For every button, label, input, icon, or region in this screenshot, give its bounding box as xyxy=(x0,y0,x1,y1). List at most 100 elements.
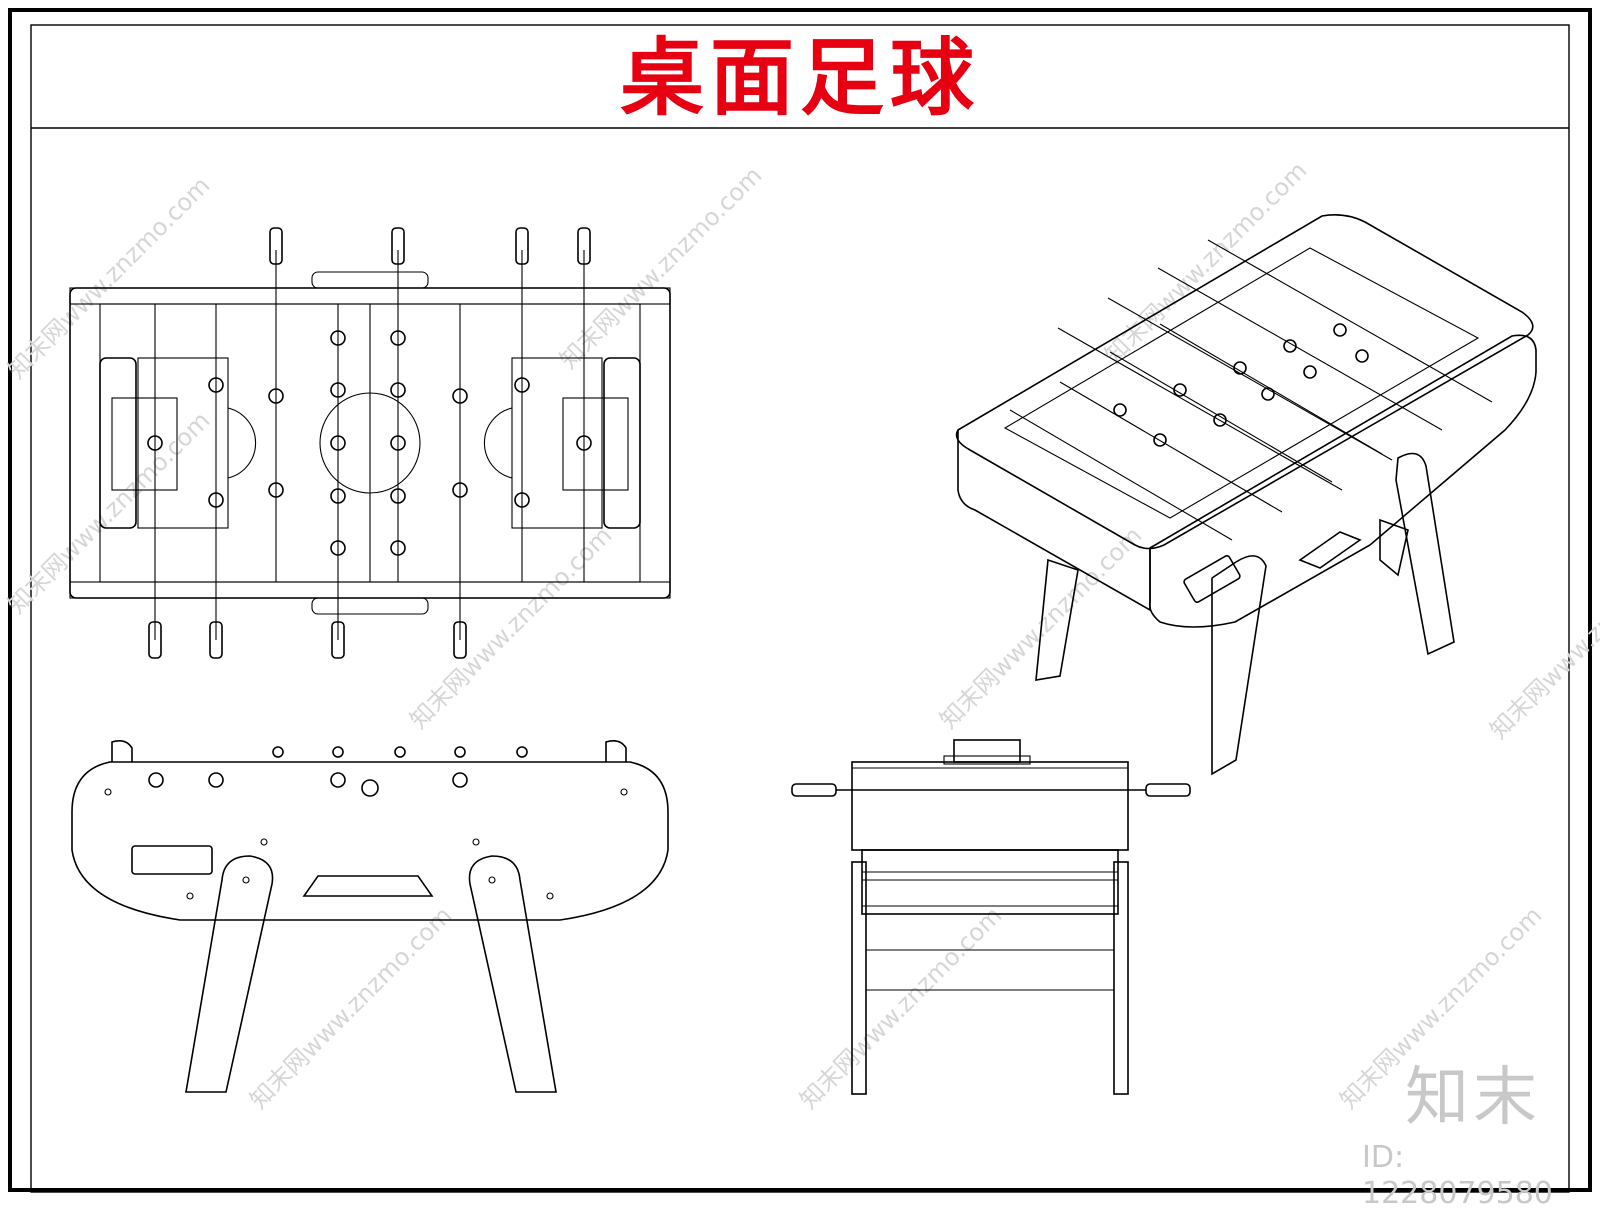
front-view-ball-slot xyxy=(131,845,213,875)
outer-frame xyxy=(8,8,1592,1192)
player-figure xyxy=(208,377,224,393)
rod-handle xyxy=(331,621,345,659)
rod xyxy=(1059,381,1283,513)
front-view-leg-right xyxy=(468,855,557,1093)
player-figure xyxy=(268,388,284,404)
iso-playfield xyxy=(1003,247,1480,519)
rod-knob xyxy=(452,772,468,788)
player-figure xyxy=(1153,433,1167,447)
bolt xyxy=(186,892,194,900)
rod xyxy=(1057,327,1343,491)
rod-knob xyxy=(516,746,528,758)
side-view xyxy=(791,739,1191,1095)
rod-knob xyxy=(332,746,344,758)
top-view-rail-top xyxy=(69,287,671,305)
top-view-goal-area-right xyxy=(562,397,629,491)
iso-rods xyxy=(1009,239,1493,541)
iso-ball-tray xyxy=(1298,531,1362,569)
rod-knob xyxy=(208,772,224,788)
watermark-text: 知末网www.znzmo.com xyxy=(404,521,617,734)
player-figure xyxy=(390,435,406,451)
top-view-score-panel-right xyxy=(603,357,641,529)
player-figure xyxy=(147,435,163,451)
rod-handle xyxy=(453,621,467,659)
side-view-score-block xyxy=(953,739,1021,763)
top-view-handle-bottom xyxy=(311,597,429,615)
bolt xyxy=(472,838,480,846)
iso-leg-back-right xyxy=(1379,518,1409,577)
bolt xyxy=(104,788,112,796)
player-figure xyxy=(390,488,406,504)
rod-handle xyxy=(391,227,405,265)
rod-handle xyxy=(148,621,162,659)
watermark-text: 知末网www.znzmo.com xyxy=(2,171,215,384)
top-view-players xyxy=(147,330,592,556)
player-figure xyxy=(576,435,592,451)
rod-handle xyxy=(515,227,529,265)
inner-frame xyxy=(30,24,1570,1193)
player-figure xyxy=(1283,339,1297,353)
player-figure xyxy=(1213,413,1227,427)
watermark-text: 知末网www.znzmo.com xyxy=(554,161,767,374)
front-view-leg-left xyxy=(185,855,274,1093)
player-figure xyxy=(1173,383,1187,397)
front-view-rod-knobs xyxy=(148,746,528,797)
iso-leg-front-right xyxy=(1395,452,1455,656)
rod xyxy=(1107,297,1393,461)
side-view-counter xyxy=(943,755,1031,765)
top-view-penalty-right xyxy=(511,357,603,529)
top-view-arc-left xyxy=(227,407,257,479)
bolt xyxy=(488,876,496,884)
player-figure xyxy=(1303,365,1317,379)
top-view-rods xyxy=(154,250,585,640)
player-figure xyxy=(452,482,468,498)
iso-players xyxy=(1113,323,1369,447)
rod-knob xyxy=(148,772,164,788)
top-view-rail-bottom xyxy=(69,581,671,599)
isometric-view xyxy=(955,214,1537,776)
front-view-corner-left xyxy=(111,740,133,762)
watermark-text: 知末网www.znzmo.com xyxy=(794,901,1007,1114)
iso-ball-slot xyxy=(1183,555,1241,603)
player-figure xyxy=(1333,323,1347,337)
player-figure xyxy=(268,482,284,498)
iso-leg-front-left xyxy=(1211,555,1267,776)
top-view-rod-handles xyxy=(148,227,591,659)
id-label: ID: 1228079580 xyxy=(1362,1140,1553,1211)
side-view-handle-right xyxy=(1145,783,1191,797)
player-figure xyxy=(1233,361,1247,375)
player-figure xyxy=(390,382,406,398)
rod xyxy=(1207,239,1493,403)
top-view-arc-right xyxy=(483,407,513,479)
side-view-leg-right xyxy=(1113,861,1129,1095)
player-figure xyxy=(208,492,224,508)
bolt xyxy=(546,892,554,900)
player-figure xyxy=(1355,349,1369,363)
top-view-penalty-left xyxy=(137,357,229,529)
player-figure xyxy=(330,488,346,504)
top-view-handle-top xyxy=(311,271,429,289)
front-view-body xyxy=(71,761,669,921)
rod xyxy=(1009,409,1233,541)
rod-handle xyxy=(577,227,591,265)
bolt xyxy=(620,788,628,796)
rod xyxy=(1109,351,1333,483)
watermark-layer: 知末网www.znzmo.com 知末网www.znzmo.com 知末网www… xyxy=(2,156,1600,1114)
rod-knob xyxy=(272,746,284,758)
player-figure xyxy=(1261,387,1275,401)
player-figure xyxy=(452,388,468,404)
side-view-body xyxy=(851,761,1129,851)
rod-handle xyxy=(269,227,283,265)
player-figure xyxy=(514,492,530,508)
rod-knob xyxy=(454,746,466,758)
iso-front-face xyxy=(957,430,1151,612)
side-view-leg-left xyxy=(851,861,867,1095)
iso-end-panel xyxy=(1148,334,1537,628)
watermark-text: 知末网www.znzmo.com xyxy=(244,901,457,1114)
rod xyxy=(1157,267,1443,431)
top-view xyxy=(69,227,671,659)
rod-handle xyxy=(209,621,223,659)
top-view-center-circle xyxy=(319,392,421,494)
front-view-bolts xyxy=(104,788,628,900)
